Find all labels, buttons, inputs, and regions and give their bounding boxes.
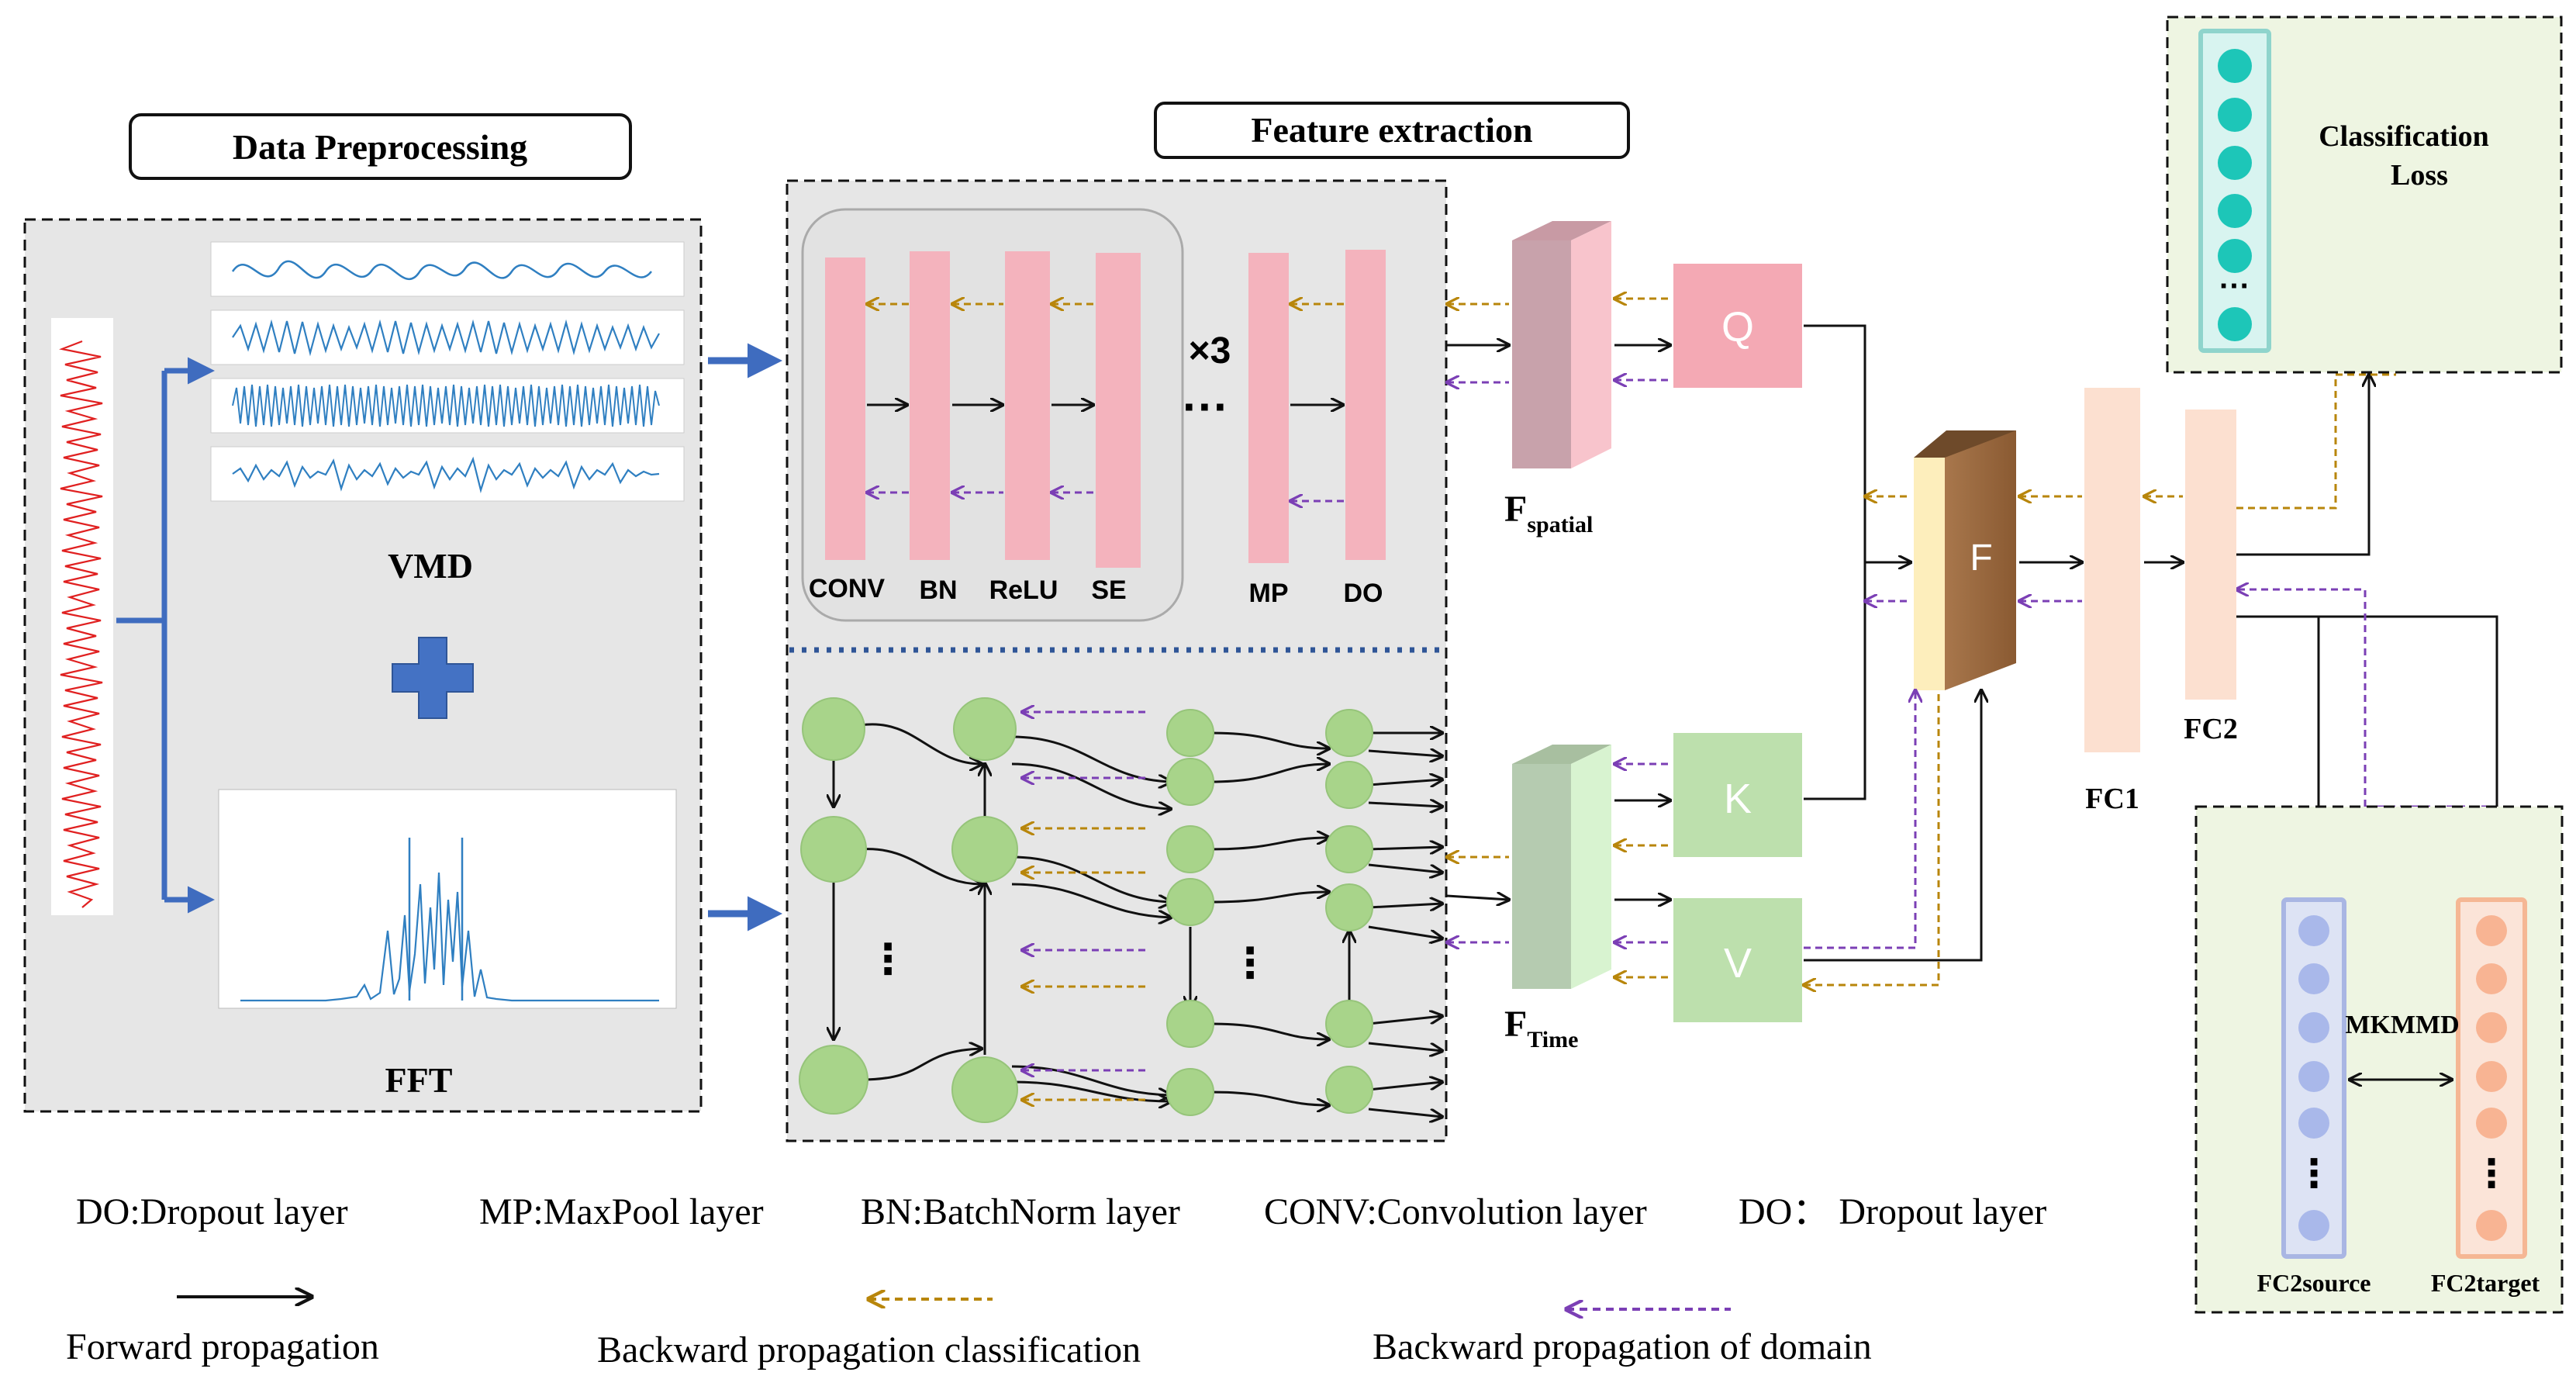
domain-backward-arrows (1447, 380, 2497, 948)
se-label: SE (1091, 575, 1126, 605)
vmd-signals (210, 241, 685, 502)
f-time-label: FTime (1504, 1004, 1578, 1052)
legend: DO:Dropout layer MP:MaxPool layer BN:Bat… (66, 1191, 2046, 1370)
legend-abbrev-conv: CONV:Convolution layer (1264, 1191, 1647, 1232)
mkmmd-label: MKMMD (2345, 1011, 2459, 1039)
raw-signal-wave (59, 340, 103, 908)
f-spatial-side (1512, 240, 1571, 468)
dropout-layer (1345, 250, 1386, 560)
class-backward-arrows (1447, 299, 2396, 985)
se-layer (1096, 253, 1141, 568)
relu-label: ReLU (989, 575, 1058, 605)
source-nodes (2298, 915, 2329, 1241)
bn-label: BN (919, 575, 957, 605)
feature-extraction-section: Feature extraction ×3 ··· CONV BN (786, 102, 1630, 1142)
f-spatial-label: Fspatial (1504, 489, 1593, 537)
f-spatial-top (1512, 221, 1611, 240)
k-box (1673, 733, 1802, 857)
graph-ellipsis-right: ⋮ (1229, 940, 1271, 987)
v-label: V (1724, 940, 1752, 987)
target-ellipsis: ⋮ (2472, 1152, 2511, 1195)
legend-abbrev-mp: MP:MaxPool layer (479, 1191, 764, 1232)
classifier-section: FC1 FC2 ··· Classification Loss ⋮ ⋮ MKMM… (2084, 16, 2564, 1314)
vmd-label: VMD (388, 546, 473, 586)
preprocessing-section: Data Preprocessing VMD (23, 113, 782, 1113)
legend-forward-label: Forward propagation (66, 1326, 379, 1367)
source-ellipsis: ⋮ (2295, 1152, 2333, 1195)
fc2-layer (2185, 410, 2236, 700)
graph-ellipsis-left: ⋮ (867, 936, 909, 983)
classification-loss-line1: Classification (2319, 120, 2489, 153)
plus-icon (392, 637, 474, 719)
preprocessing-title-box (129, 113, 632, 180)
classification-loss-line2: Loss (2391, 159, 2448, 192)
target-nodes (2476, 915, 2507, 1241)
q-label: Q (1721, 304, 1754, 351)
layer-ellipsis: ··· (1183, 381, 1229, 433)
fc1-label: FC1 (2085, 783, 2139, 815)
f-time-side (1512, 764, 1571, 989)
fft-label: FFT (385, 1060, 453, 1100)
conv-label: CONV (809, 574, 886, 603)
feature-title: Feature extraction (1251, 110, 1532, 150)
output-nodes (2218, 49, 2252, 341)
attention-forward-arrows (1446, 324, 2497, 962)
fc2-label: FC2 (2184, 713, 2238, 745)
feature-title-box (1154, 102, 1630, 159)
legend-abbrev-do: DO:Dropout layer (76, 1191, 348, 1232)
preprocessing-title: Data Preprocessing (233, 127, 527, 167)
legend-abbrev-bn: BN:BatchNorm layer (861, 1191, 1180, 1232)
conv-layer (825, 257, 865, 560)
cnn-arrows (867, 304, 1344, 501)
fft-spectrum (218, 789, 677, 1009)
fused-label: F (1970, 537, 1992, 579)
mp-label: MP (1249, 579, 1289, 608)
fused-side (1914, 458, 1945, 690)
output-layer (2198, 29, 2271, 353)
fc1-layer (2084, 388, 2140, 752)
preprocessing-connector (116, 357, 215, 914)
v-box (1673, 898, 1802, 1022)
f-time-top (1512, 745, 1611, 764)
temporal-graph: ⋮ ⋮ (799, 697, 1442, 1122)
bn-layer (910, 251, 950, 560)
legend-domain-label: Backward propagation of domain (1373, 1326, 1872, 1367)
fused-f-block (1945, 430, 2016, 690)
repeat-label: ×3 (1189, 330, 1231, 372)
attention-section: Fspatial FTime Q K V F (1447, 221, 2497, 1052)
cnn-block-group (801, 208, 1184, 622)
do-label: DO (1344, 579, 1383, 608)
output-ellipsis: ··· (2219, 269, 2250, 303)
legend-class-label: Backward propagation classification (597, 1329, 1141, 1370)
f-time-block (1571, 745, 1611, 989)
relu-layer (1005, 251, 1050, 560)
fc2-source-label: FC2source (2257, 1269, 2371, 1297)
fc2-target-label: FC2target (2431, 1269, 2540, 1297)
maxpool-layer (1248, 253, 1289, 563)
q-box (1673, 264, 1802, 388)
f-spatial-block (1571, 221, 1611, 468)
legend-abbrev-do2: DO： Dropout layer (1739, 1191, 2046, 1232)
k-label: K (1724, 776, 1752, 822)
